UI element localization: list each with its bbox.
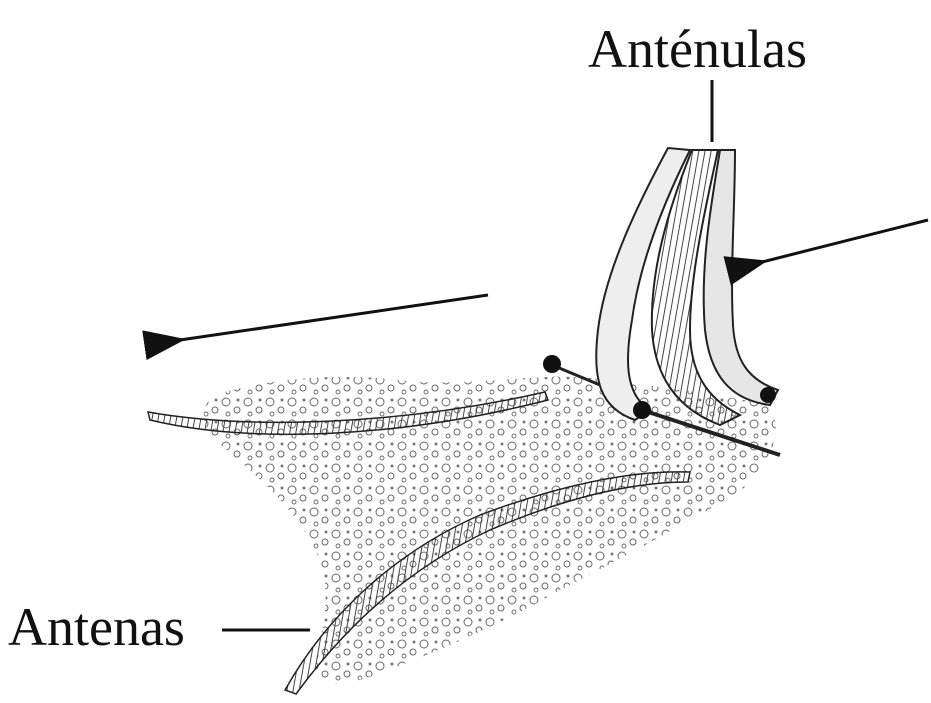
- antenulas-label: Anténulas: [588, 22, 807, 76]
- flow-arrow-left: [180, 295, 488, 340]
- antenas-label: Antenas: [8, 600, 185, 654]
- joint-dot-upper: [543, 355, 561, 373]
- antennule-right: [704, 150, 778, 405]
- joint-dot-lower: [633, 401, 651, 419]
- joint-dot-right: [760, 387, 776, 403]
- flow-arrow-right: [762, 220, 928, 262]
